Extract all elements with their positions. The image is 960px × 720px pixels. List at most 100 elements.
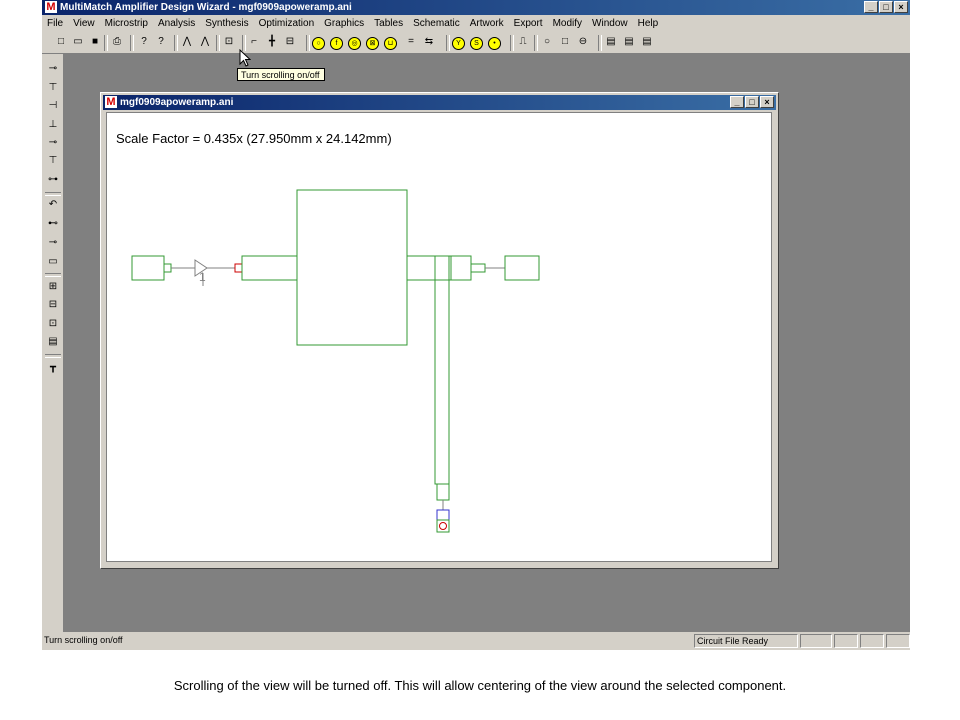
menu-microstrip[interactable]: Microstrip [104, 18, 148, 29]
amp-output-connector [234, 263, 243, 273]
help-question-icon[interactable]: ? [141, 36, 147, 47]
bias-junction [434, 255, 450, 281]
coupler-icon[interactable]: ⊷ [48, 218, 58, 229]
new-file-icon[interactable]: □ [57, 36, 65, 47]
toolbar-separator [598, 35, 602, 51]
close-button[interactable]: × [894, 1, 908, 13]
circle-minus-icon[interactable]: ⊖ [578, 36, 588, 47]
bias-line-lower [436, 483, 450, 501]
series-l-icon[interactable]: ⊸ [48, 63, 58, 74]
open-folder-icon[interactable]: ▭ [73, 36, 83, 47]
output-match-line [406, 255, 452, 281]
input-connector [163, 263, 172, 273]
rectangle-icon[interactable]: ▭ [48, 256, 58, 267]
menu-export[interactable]: Export [513, 18, 543, 29]
status-panel-2 [834, 634, 858, 648]
input-match-line [241, 255, 298, 281]
context-help-icon[interactable]: ? [158, 36, 164, 47]
yellow-dot-icon[interactable]: • [488, 37, 501, 50]
child-maximize-button[interactable]: □ [745, 96, 759, 108]
pulse-icon[interactable]: ⎍ [519, 36, 527, 47]
amp-label: 1 [199, 270, 206, 284]
status-bar: Turn scrolling on/off Circuit File Ready [42, 632, 910, 650]
child-title: mgf0909apoweramp.ani [120, 97, 234, 108]
component-box-icon[interactable]: ⊟ [285, 36, 295, 47]
arrows-icon[interactable]: ⇆ [424, 36, 434, 47]
draw-line-alt-icon[interactable]: ⋀ [200, 36, 210, 47]
toolbar-separator [104, 35, 108, 51]
menu-schematic[interactable]: Schematic [413, 18, 460, 29]
yellow-circle-icon[interactable]: ○ [312, 37, 325, 50]
status-panel-3 [860, 634, 884, 648]
app-titlebar[interactable]: M MultiMatch Amplifier Design Wizard - m… [42, 0, 910, 15]
yellow-sub-icon[interactable]: ⊔ [384, 37, 397, 50]
shunt-l-icon[interactable]: ⊤ [48, 82, 58, 93]
series-r-icon[interactable]: ⊸ [48, 137, 58, 148]
stack-icon[interactable]: ▤ [606, 36, 616, 47]
component-tee-icon[interactable]: ╋ [268, 36, 276, 47]
zoom-out-icon[interactable]: ⊟ [48, 299, 58, 310]
menu-optimization[interactable]: Optimization [258, 18, 315, 29]
print-icon[interactable]: ⎙ [113, 36, 121, 47]
series-c-icon[interactable]: ⊣ [48, 100, 58, 111]
child-titlebar[interactable]: M mgf0909apoweramp.ani _ □ × [103, 95, 776, 110]
child-logo-icon: M [105, 96, 117, 108]
transmission-line-icon[interactable]: ⊶ [48, 174, 58, 185]
zoom-fit-icon[interactable]: ⊡ [48, 318, 58, 329]
menubar: File View Microstrip Analysis Synthesis … [42, 15, 910, 32]
menu-window[interactable]: Window [592, 18, 628, 29]
equals-icon[interactable]: = [408, 36, 414, 47]
yellow-target-icon[interactable]: ◎ [348, 37, 361, 50]
zoom-in-icon[interactable]: ⊞ [48, 281, 58, 292]
yellow-y-icon[interactable]: Y [452, 37, 465, 50]
toolbar-separator [510, 35, 514, 51]
yellow-s-icon[interactable]: S [470, 37, 483, 50]
menu-graphics[interactable]: Graphics [324, 18, 365, 29]
menu-help[interactable]: Help [637, 18, 659, 29]
child-minimize-button[interactable]: _ [730, 96, 744, 108]
tooltip: Turn scrolling on/off [237, 68, 325, 81]
circle-outline-icon[interactable]: ○ [543, 36, 551, 47]
scroll-toggle-icon[interactable]: ⊡ [224, 36, 234, 47]
menu-view[interactable]: View [73, 18, 95, 29]
minimize-button[interactable]: _ [864, 1, 878, 13]
menu-synthesis[interactable]: Synthesis [205, 18, 249, 29]
app-window-controls: _ □ × [864, 1, 908, 13]
save-disk-icon[interactable]: ■ [91, 36, 99, 47]
line-stub-icon[interactable]: ⊸ [48, 237, 58, 248]
properties-icon[interactable]: ▤ [48, 336, 58, 347]
child-close-button[interactable]: × [760, 96, 774, 108]
layout-canvas[interactable]: Scale Factor = 0.435x (27.950mm x 24.142… [106, 112, 772, 562]
left-toolbar-separator [45, 192, 61, 196]
menu-tables[interactable]: Tables [374, 18, 404, 29]
maximize-button[interactable]: □ [879, 1, 893, 13]
square-outline-icon[interactable]: □ [561, 36, 569, 47]
stack-alt-icon[interactable]: ▤ [624, 36, 634, 47]
stack-third-icon[interactable]: ▤ [642, 36, 652, 47]
shunt-r-icon[interactable]: ⊤ [48, 155, 58, 166]
component-bend-icon[interactable]: ⌐ [251, 36, 257, 47]
menu-artwork[interactable]: Artwork [469, 18, 504, 29]
menu-modify[interactable]: Modify [552, 18, 583, 29]
shunt-c-icon[interactable]: ⊥ [48, 119, 58, 130]
menu-file[interactable]: File [47, 18, 64, 29]
yellow-f-icon[interactable]: f [330, 37, 343, 50]
status-panel-4 [886, 634, 910, 648]
app-logo-icon: M [45, 1, 57, 13]
scale-factor-text: Scale Factor = 0.435x (27.950mm x 24.142… [116, 131, 392, 146]
toolbar-separator [306, 35, 310, 51]
bias-pad [436, 509, 450, 521]
tee-junction-icon[interactable]: ┳ [49, 362, 57, 373]
draw-line-icon[interactable]: ⋀ [182, 36, 192, 47]
output-port-pad [504, 255, 540, 281]
via-pad [436, 519, 450, 533]
input-port-pad [131, 255, 165, 281]
menu-analysis[interactable]: Analysis [157, 18, 196, 29]
undo-icon[interactable]: ↶ [48, 199, 58, 210]
toolbar-separator [216, 35, 220, 51]
yellow-x-box-icon[interactable]: ⊠ [366, 37, 379, 50]
bias-line-upper [434, 279, 450, 485]
output-series-line [450, 255, 472, 281]
layout-child-window[interactable]: M mgf0909apoweramp.ani _ □ × Scale Facto… [100, 92, 779, 569]
